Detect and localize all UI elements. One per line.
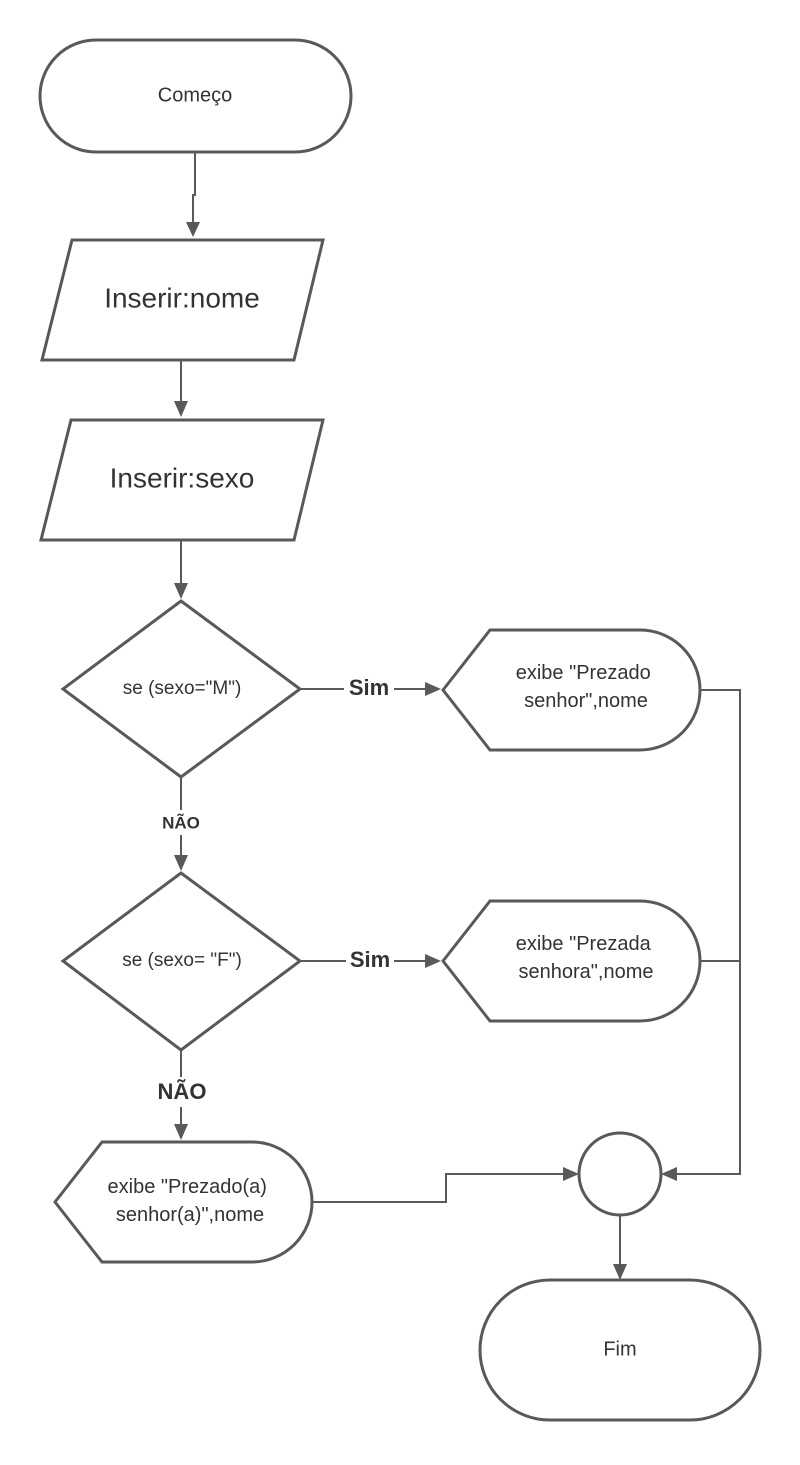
arrowhead xyxy=(186,222,200,237)
arrowhead xyxy=(174,1124,188,1140)
display-f-line-2: senhora",nome xyxy=(519,961,654,983)
display-m-node: exibe "Prezado senhor",nome xyxy=(441,628,702,752)
decision-m-label: se (sexo="M") xyxy=(123,678,242,699)
display-f-node: exibe "Prezada senhora",nome xyxy=(441,899,702,1023)
yes-label-m: Sim xyxy=(349,675,389,700)
start-node: Começo xyxy=(38,38,353,154)
input-name-node: Inserir:nome xyxy=(40,238,325,362)
edge-start-to-input-name xyxy=(192,152,196,225)
edge-display-default-to-merge xyxy=(312,1173,564,1203)
display-f-line-1: exibe "Prezada xyxy=(516,933,652,955)
decision-m-node: se (sexo="M") xyxy=(60,599,303,779)
connectors xyxy=(174,152,741,1280)
input-name-label: Inserir:nome xyxy=(104,282,260,313)
arrowhead xyxy=(425,954,441,968)
edge-display-m-to-merge xyxy=(676,689,741,1175)
input-sex-node: Inserir:sexo xyxy=(39,418,325,542)
no-label-m: NÃO xyxy=(162,812,200,832)
end-label: Fim xyxy=(603,1338,636,1360)
display-m-text: exibe "Prezado senhor",nome xyxy=(516,662,657,712)
arrowhead xyxy=(174,855,188,871)
display-default-text: exibe "Prezado(a) senhor(a)",nome xyxy=(108,1176,273,1226)
display-default-line-1: exibe "Prezado(a) xyxy=(108,1176,267,1198)
start-label: Começo xyxy=(158,84,232,106)
decision-f-label: se (sexo= "F") xyxy=(122,950,242,971)
display-m-line-1: exibe "Prezado xyxy=(516,662,651,684)
input-sex-label: Inserir:sexo xyxy=(110,462,255,493)
no-label-f: NÃO xyxy=(158,1079,207,1104)
display-default-line-2: senhor(a)",nome xyxy=(116,1204,264,1226)
end-node: Fim xyxy=(478,1278,762,1422)
arrowhead xyxy=(174,583,188,599)
arrowhead xyxy=(425,682,441,696)
arrowhead xyxy=(661,1167,677,1181)
merge-connector xyxy=(577,1131,663,1217)
arrowhead xyxy=(563,1167,579,1181)
arrowhead xyxy=(174,401,188,417)
display-m-line-2: senhor",nome xyxy=(524,690,648,712)
display-default-node: exibe "Prezado(a) senhor(a)",nome xyxy=(53,1140,314,1264)
display-f-text: exibe "Prezada senhora",nome xyxy=(516,933,657,983)
decision-f-node: se (sexo= "F") xyxy=(60,871,303,1052)
arrowhead xyxy=(613,1264,627,1280)
yes-label-f: Sim xyxy=(350,947,390,972)
